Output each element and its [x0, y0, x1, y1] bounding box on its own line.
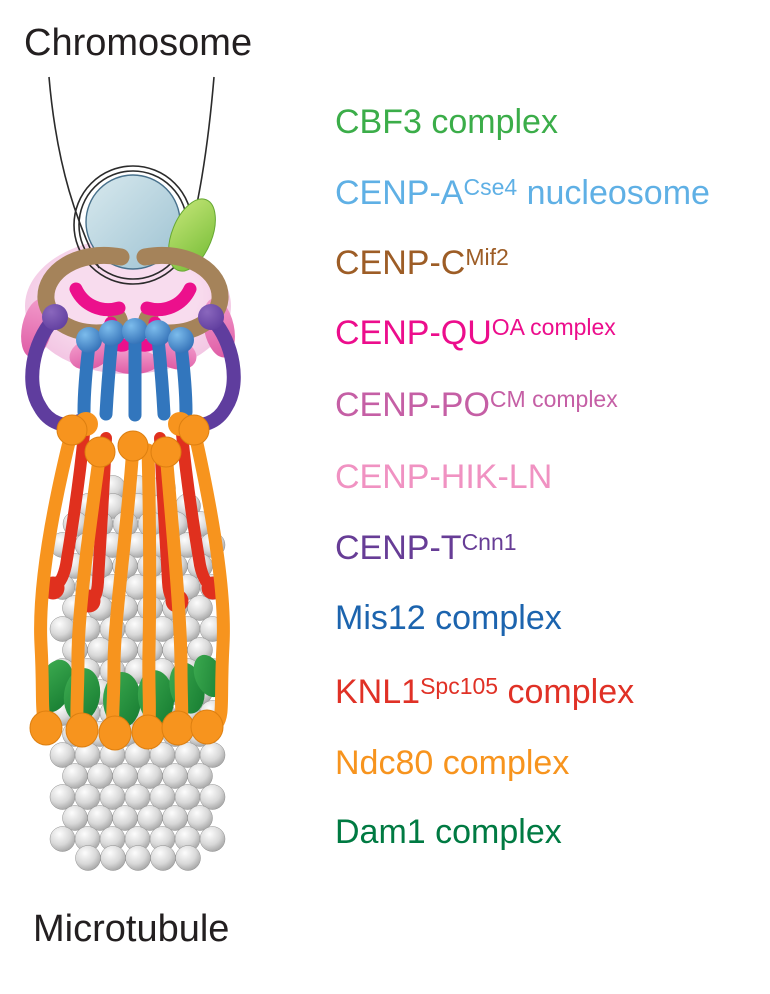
legend-item-cenp-hik-ln: CENP-HIK-LN — [335, 455, 552, 499]
legend-label: CENP-T — [335, 529, 462, 567]
legend-label-suffix: nucleosome — [517, 174, 710, 212]
tubulin-sphere — [187, 763, 213, 789]
legend-superscript: Cnn1 — [461, 529, 517, 555]
legend-item-cenp-t: CENP-TCnn1 — [335, 526, 517, 570]
legend-superscript: CM complex — [489, 386, 618, 412]
legend-label: Mis12 complex — [335, 599, 562, 637]
legend-item-cenp-po: CENP-POCM complex — [335, 383, 618, 427]
tubulin-sphere — [175, 845, 201, 871]
legend-item-ndc80: Ndc80 complex — [335, 741, 569, 785]
tubulin-sphere — [199, 784, 226, 810]
chromosome-label: Chromosome — [24, 22, 253, 64]
legend-superscript: Mif2 — [465, 244, 509, 270]
legend-label: KNL1 — [335, 673, 421, 711]
legend-item-cenp-c: CENP-CMif2 — [335, 241, 509, 285]
ndc80-shapes — [29, 412, 230, 751]
tubulin-sphere — [199, 826, 226, 852]
legend-item-knl1: KNL1Spc105 complex — [335, 670, 634, 714]
mis12-shapes — [76, 318, 194, 422]
tubulin-sphere — [187, 805, 213, 831]
legend-label: CBF3 complex — [335, 103, 558, 141]
legend-label: CENP-C — [335, 244, 466, 282]
legend-label: CENP-QU — [335, 314, 492, 352]
legend-label: Dam1 complex — [335, 813, 562, 851]
legend-label: CENP-PO — [335, 386, 490, 424]
legend-label: CENP-HIK-LN — [335, 458, 553, 496]
legend-label: Ndc80 complex — [335, 744, 570, 782]
legend-item-cbf3: CBF3 complex — [335, 100, 558, 144]
legend-label: CENP-A — [335, 174, 464, 212]
legend-item-dam1: Dam1 complex — [335, 810, 562, 854]
microtubule-label: Microtubule — [33, 908, 230, 950]
legend-label-suffix: complex — [498, 673, 635, 711]
legend-superscript: Spc105 — [420, 673, 499, 699]
legend-superscript: OA complex — [491, 314, 616, 340]
legend-item-cenp-qu: CENP-QUOA complex — [335, 311, 616, 355]
legend-item-mis12: Mis12 complex — [335, 596, 562, 640]
tubulin-sphere — [187, 595, 213, 621]
legend-superscript: Cse4 — [463, 174, 518, 200]
legend-item-cenp-a: CENP-ACse4 nucleosome — [335, 171, 710, 215]
